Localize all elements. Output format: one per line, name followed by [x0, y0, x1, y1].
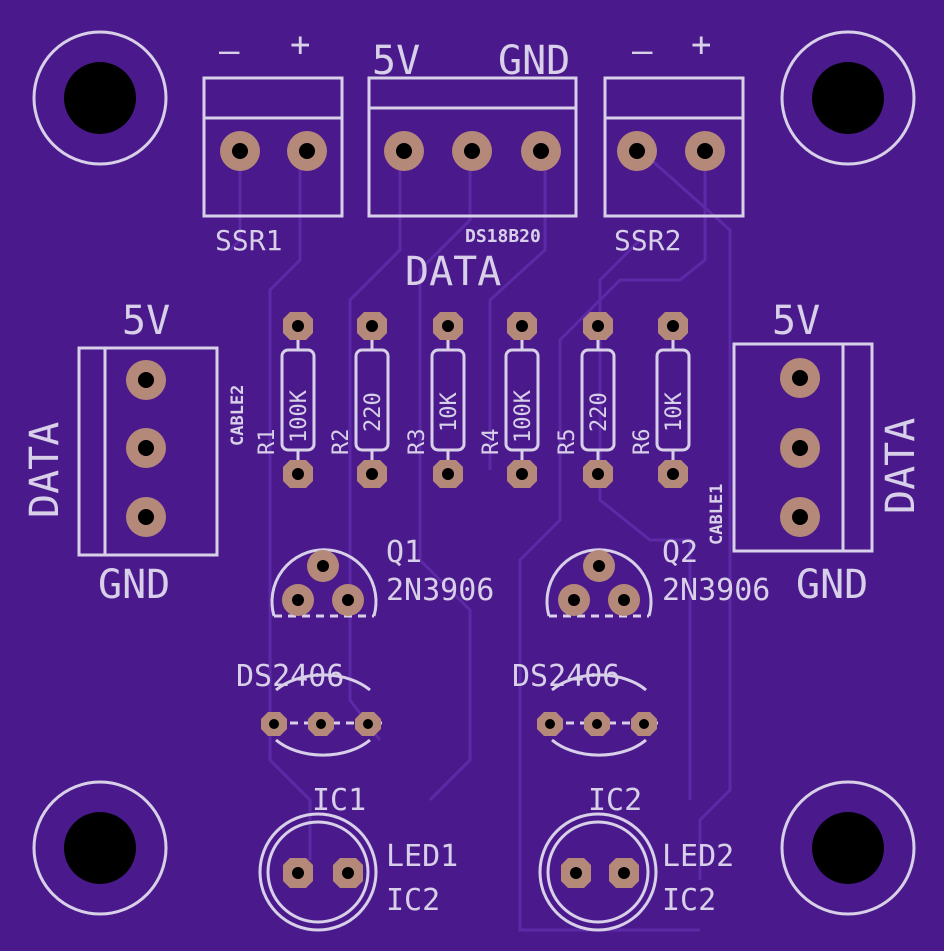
ic-ds2406-right: DS2406 IC2 — [512, 659, 662, 818]
led1-ref: LED1 — [386, 839, 458, 874]
resistor-r5: R5 220 — [555, 312, 616, 488]
r5-ref: R5 — [555, 429, 580, 456]
cable1-5v-label: 5V — [772, 298, 820, 344]
ssr1-minus-label: – — [219, 31, 240, 71]
resistor-r4: R4 100K — [479, 312, 540, 488]
ssr2-terminal: – + SSR2 — [603, 25, 745, 257]
ic-left-ref: IC1 — [312, 783, 366, 818]
r6-value: 10K — [662, 392, 687, 432]
transistor-q2: Q2 2N3906 — [545, 535, 770, 618]
ssr1-name: SSR1 — [215, 224, 282, 257]
cable2-connector: 5V DATA GND CABLE2 — [22, 298, 248, 608]
r2-value: 220 — [361, 392, 386, 432]
r5-value: 220 — [587, 392, 612, 432]
ssr1-terminal: – + SSR1 — [202, 25, 344, 257]
ssr1-plus-label: + — [290, 25, 310, 65]
mounting-hole-top-right — [780, 30, 916, 166]
sensor-part-label: DS18B20 — [465, 226, 541, 247]
resistor-r1: R1 100K — [255, 312, 316, 488]
cable2-data-label: DATA — [22, 422, 68, 518]
q1-ref: Q1 — [386, 535, 422, 570]
r2-ref: R2 — [329, 429, 354, 456]
cable2-name: CABLE2 — [228, 385, 248, 446]
r3-value: 10K — [437, 392, 462, 432]
q2-part: 2N3906 — [662, 573, 770, 608]
ic-right-part: DS2406 — [512, 659, 620, 694]
mounting-hole-bottom-left — [32, 780, 168, 916]
mounting-hole-top-left — [32, 30, 168, 166]
sensor-gnd-label: GND — [498, 38, 570, 84]
resistor-r6: R6 10K — [630, 312, 691, 488]
cable1-name: CABLE1 — [707, 484, 727, 545]
mounting-hole-bottom-right — [780, 780, 916, 916]
ic-left-part: DS2406 — [236, 659, 344, 694]
led1: LED1 IC2 — [258, 812, 458, 932]
ssr2-minus-label: – — [632, 31, 653, 71]
r3-ref: R3 — [405, 429, 430, 456]
resistor-r3: R3 10K — [405, 312, 466, 488]
resistor-r2: R2 220 — [329, 312, 390, 488]
r4-ref: R4 — [479, 429, 504, 456]
led2-ref: LED2 — [662, 839, 734, 874]
ic-right-ref: IC2 — [588, 783, 642, 818]
cable1-data-label: DATA — [878, 418, 924, 514]
transistor-q1: Q1 2N3906 — [270, 535, 494, 618]
sensor-data-label: DATA — [405, 249, 501, 295]
ssr2-plus-label: + — [691, 25, 711, 65]
sensor-terminal: 5V GND DS18B20 DATA — [367, 38, 578, 295]
r1-value: 100K — [287, 389, 312, 443]
ssr2-name: SSR2 — [614, 224, 681, 257]
r4-value: 100K — [511, 389, 536, 443]
cable1-gnd-label: GND — [796, 562, 868, 608]
r6-ref: R6 — [630, 429, 655, 456]
q2-ref: Q2 — [662, 535, 698, 570]
r1-ref: R1 — [255, 429, 280, 456]
led2: LED2 IC2 — [538, 812, 734, 932]
ic-ds2406-left: DS2406 IC1 — [236, 659, 386, 818]
cable2-gnd-label: GND — [98, 562, 170, 608]
q1-part: 2N3906 — [386, 573, 494, 608]
terminal-pads-top — [220, 131, 725, 171]
cable2-5v-label: 5V — [122, 298, 170, 344]
cable1-connector: 5V DATA GND CABLE1 — [707, 298, 924, 608]
sensor-5v-label: 5V — [372, 38, 420, 84]
led1-label2: IC2 — [386, 883, 440, 918]
led2-label2: IC2 — [662, 883, 716, 918]
